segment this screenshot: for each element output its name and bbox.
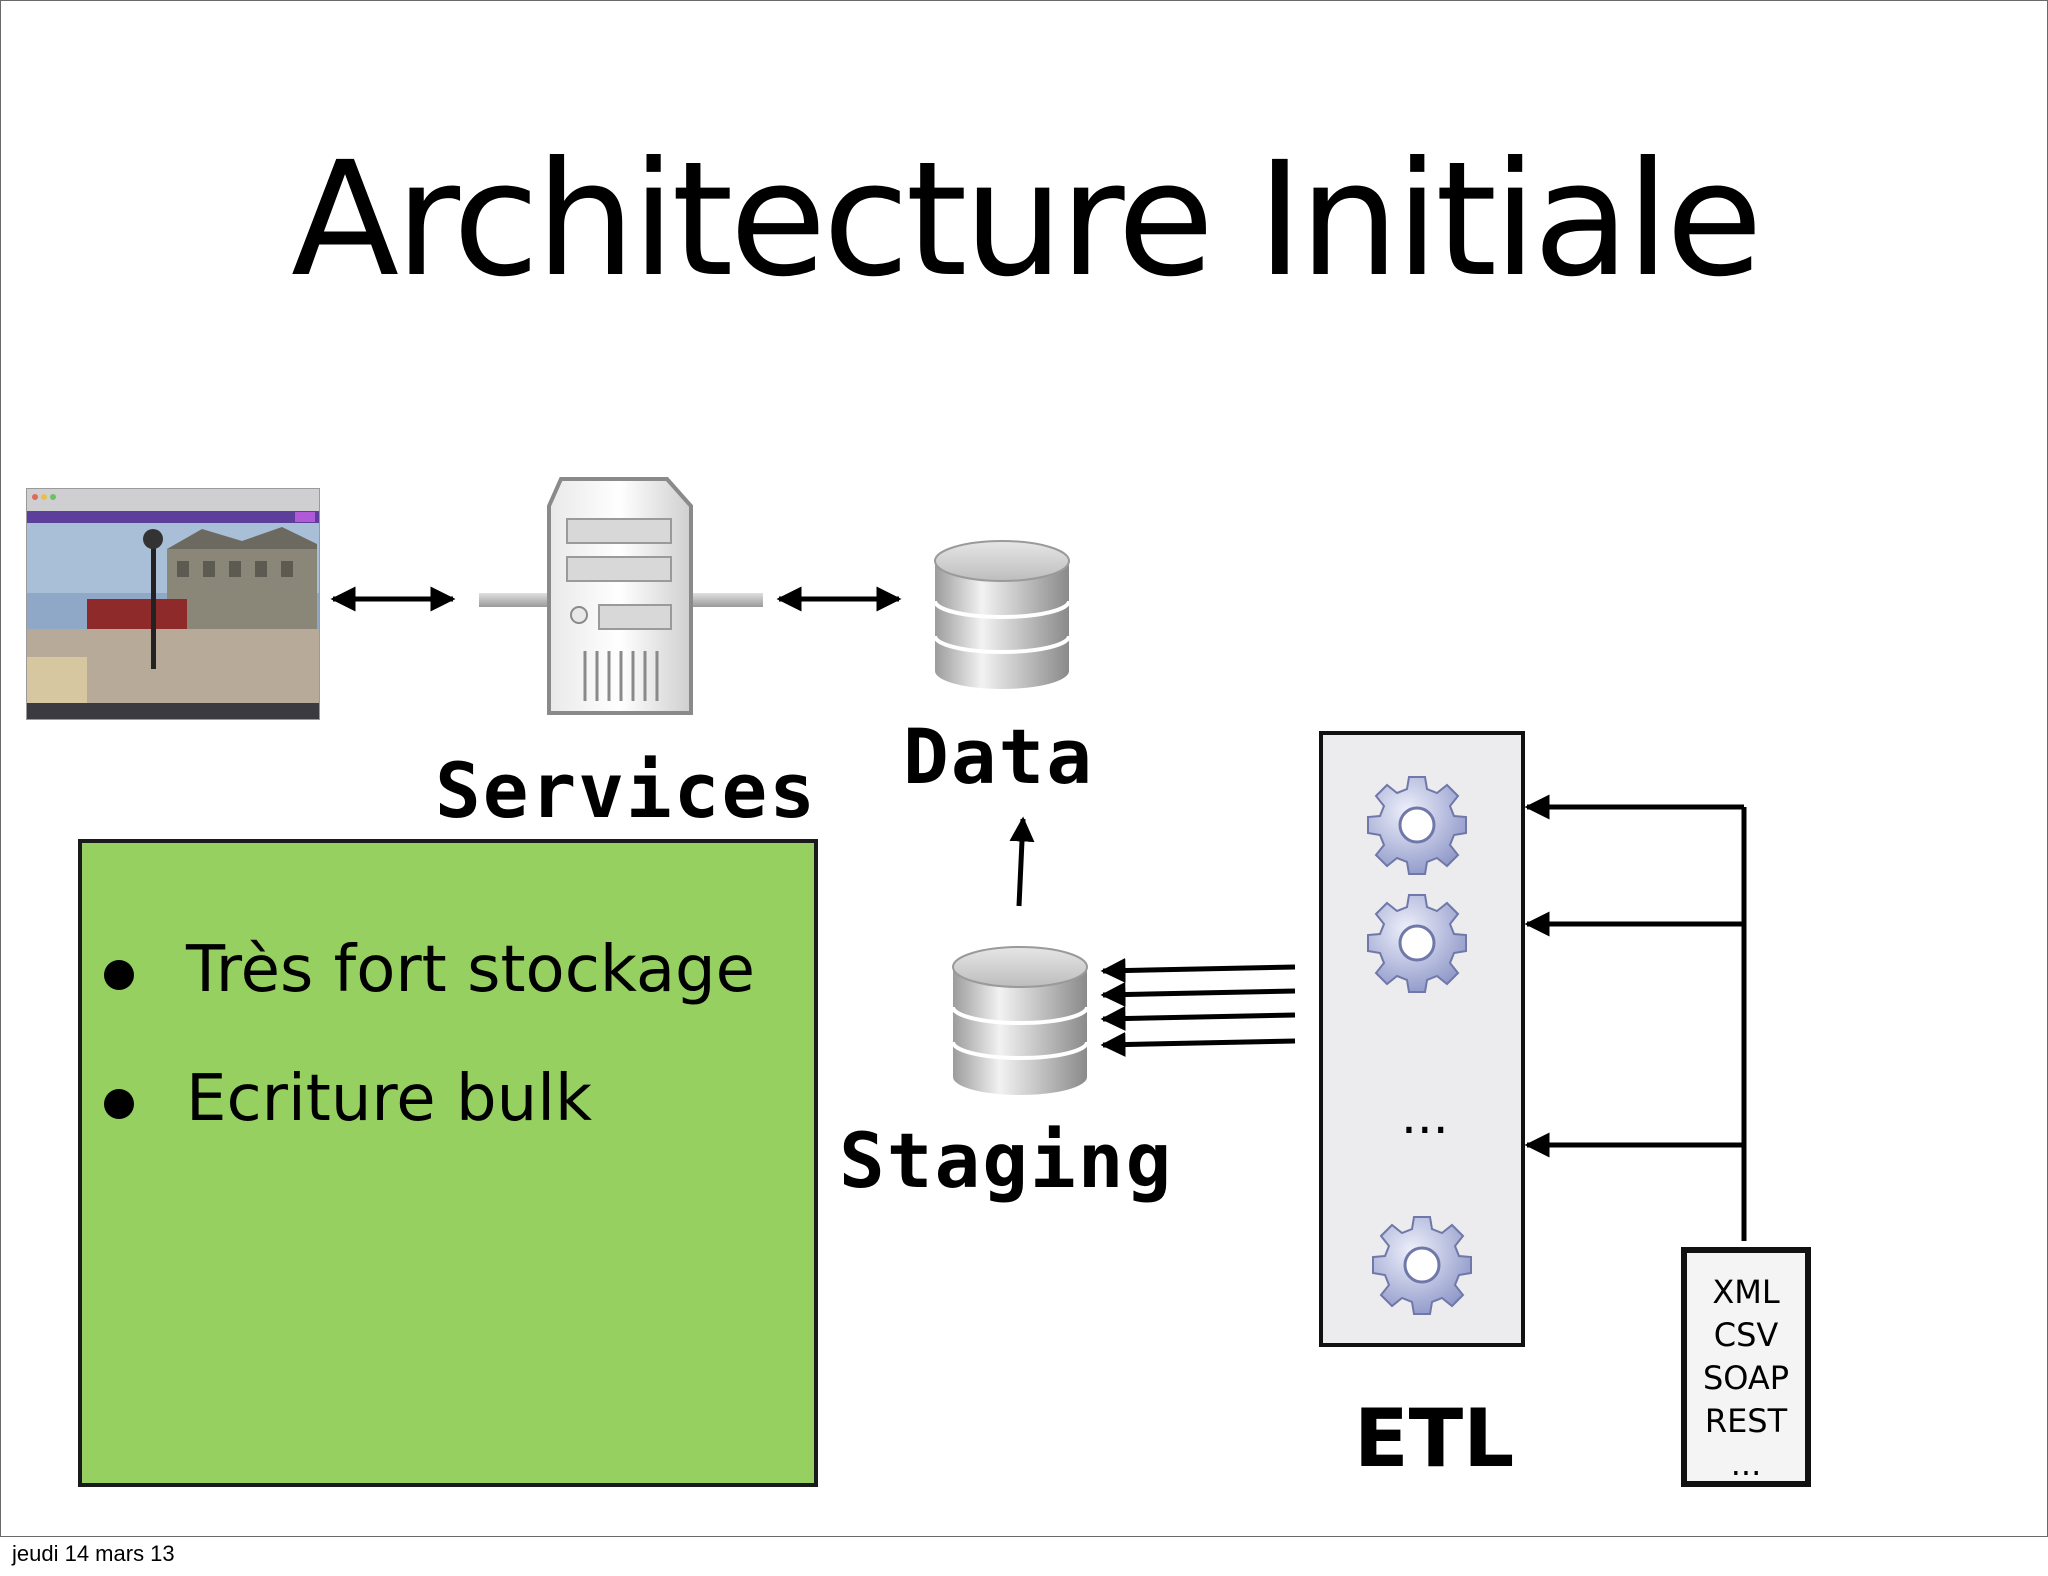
bullet-text: Très fort stockage bbox=[186, 933, 756, 1007]
format-item: SOAP bbox=[1702, 1359, 1790, 1397]
bullet-dot bbox=[104, 1089, 134, 1119]
connector-layer bbox=[330, 586, 1747, 1241]
gear-icon bbox=[1366, 893, 1468, 994]
server-icon bbox=[479, 477, 763, 715]
etl-staging-arrow-3 bbox=[1100, 1006, 1296, 1032]
bullet-text: Ecriture bulk bbox=[186, 1062, 593, 1136]
etl-ellipsis: ... bbox=[1401, 1087, 1449, 1145]
services-label: Services bbox=[435, 746, 818, 835]
data-sources-box: XML CSV SOAP REST ... bbox=[1681, 1247, 1811, 1487]
gear-icon bbox=[1366, 775, 1468, 876]
format-item: ... bbox=[1730, 1445, 1762, 1483]
bullet-dot bbox=[104, 960, 134, 990]
browser-screenshot-image bbox=[26, 488, 320, 720]
slide: Architecture Initiale bbox=[0, 0, 2048, 1537]
database-icons bbox=[933, 540, 1089, 1095]
staging-database-icon bbox=[951, 946, 1089, 1095]
slide-title: Architecture Initiale bbox=[291, 128, 1763, 312]
format-item: REST bbox=[1704, 1402, 1788, 1440]
etl-staging-arrow-4 bbox=[1100, 1032, 1296, 1058]
etl-label: ETL bbox=[1354, 1392, 1515, 1485]
data-database-icon bbox=[933, 540, 1071, 689]
gear-icon bbox=[1371, 1215, 1473, 1316]
staging-data-arrow bbox=[1009, 816, 1035, 907]
format-item: XML bbox=[1712, 1273, 1780, 1311]
format-item: CSV bbox=[1713, 1316, 1779, 1354]
notes-box bbox=[78, 839, 818, 1487]
etl-staging-arrow-1 bbox=[1100, 958, 1296, 984]
staging-label: Staging bbox=[839, 1116, 1174, 1205]
data-label: Data bbox=[903, 712, 1095, 801]
footer-date: jeudi 14 mars 13 bbox=[12, 1541, 175, 1566]
etl-staging-arrow-2 bbox=[1100, 982, 1296, 1008]
